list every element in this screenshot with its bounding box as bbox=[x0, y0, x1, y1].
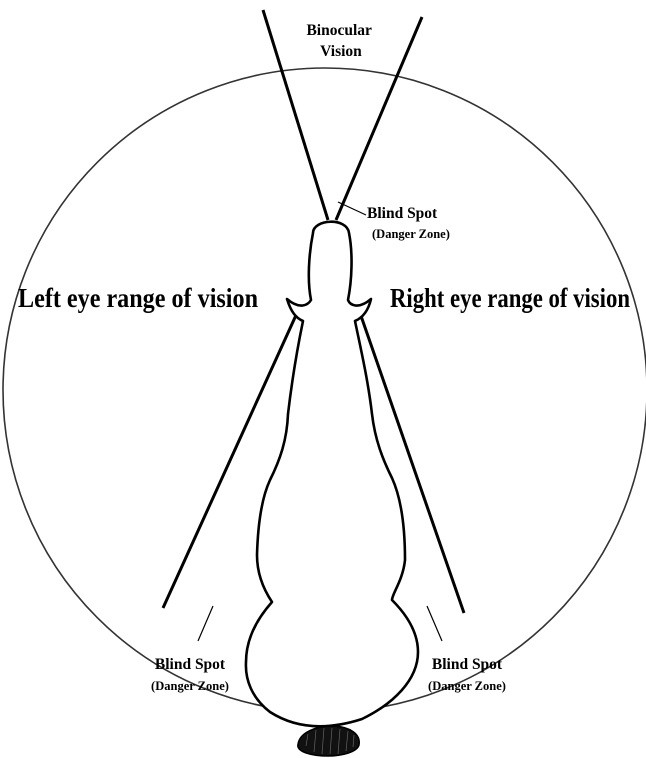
binocular-left-line bbox=[263, 10, 328, 220]
binocular-vision-label: Binocular Vision bbox=[306, 22, 375, 60]
rear-right-blind-spot-subtitle: (Danger Zone) bbox=[428, 679, 506, 693]
binocular-vision-line2: Vision bbox=[320, 43, 362, 60]
rear-right-blind-spot-pointer bbox=[427, 606, 442, 641]
front-blind-spot-title: Blind Spot bbox=[367, 205, 438, 222]
binocular-vision-line1: Binocular bbox=[306, 22, 372, 39]
rear-right-blind-spot-title: Blind Spot bbox=[432, 656, 503, 673]
right-eye-range-label: Right eye range of vision bbox=[390, 283, 630, 313]
front-blind-spot-subtitle: (Danger Zone) bbox=[372, 227, 450, 241]
left-eye-range-label: Left eye range of vision bbox=[18, 283, 258, 313]
rear-left-blind-spot-pointer bbox=[198, 606, 213, 641]
rear-left-blind-spot-title: Blind Spot bbox=[155, 656, 226, 673]
rear-left-blind-spot-subtitle: (Danger Zone) bbox=[151, 679, 229, 693]
